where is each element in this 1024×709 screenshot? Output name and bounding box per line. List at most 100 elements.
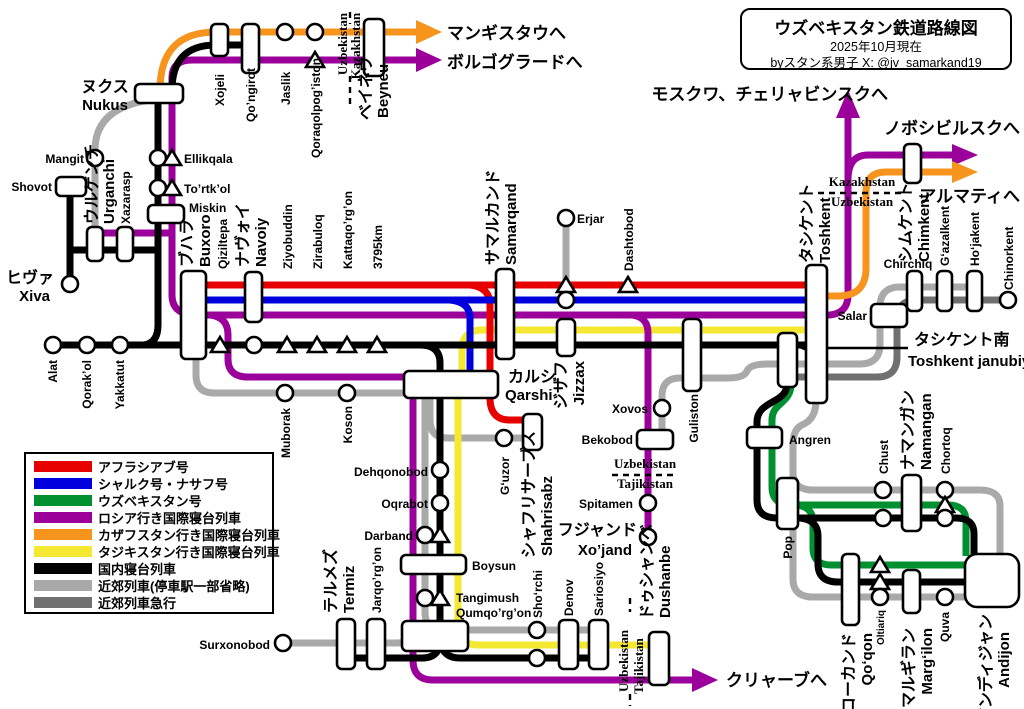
station-marker-km3795-t [365, 334, 389, 354]
label-dest-almaty: アルマティへ [919, 187, 1020, 206]
label-border-ne-kz: Kazakhstan [829, 174, 896, 189]
line-local-fergana-south [789, 399, 966, 601]
label-dest-moscow: モスクワ、チェリャビンスクへ [651, 85, 888, 104]
label-zirabuloq: Zirabuloq [311, 214, 325, 269]
map-credit: byスタン系男子 X: @jv_samarkand19 [770, 56, 982, 70]
label-margilon-en: Marg‘ilon [919, 628, 936, 695]
legend-label-domestic-sleeper: 国内寝台列車 [98, 562, 177, 577]
station-marker-chimkent [902, 142, 923, 185]
station-marker-bekobod [635, 428, 675, 451]
label-guliston: Guliston [687, 394, 701, 443]
label-toshkent-janubiy-jp: タシケント南 [914, 330, 1010, 349]
arrow-almaty [952, 161, 978, 183]
label-margilon-jp: マルギラン [899, 628, 918, 708]
label-miskin: Miskin [189, 201, 226, 215]
label-xojand-jp: フジャンド [558, 522, 637, 539]
label-border-nw-uz: Uzbekistan [335, 12, 350, 75]
station-marker-chinorkent [998, 290, 1018, 310]
station-marker-oqrabot [430, 493, 450, 513]
legend-label-local-express: 近郊列車急行 [98, 596, 177, 611]
legend-item-afrosiyob: アフラシアブ号 [34, 458, 272, 475]
label-toshkent-janubiy-en: Toshkent janubiy [908, 353, 1024, 370]
legend-label-russia-sleeper: ロシア行き国際寝台列車 [98, 511, 242, 526]
station-marker-navoiy-c [244, 335, 264, 355]
station-marker-kattaqorgon-t [335, 334, 359, 354]
line-black-qoqon [799, 514, 966, 586]
map-date: 2025年10月現在 [830, 40, 922, 54]
legend-item-domestic-sleeper: 国内寝台列車 [34, 560, 272, 577]
label-chirchiq: Chirchiq [884, 257, 933, 271]
legend-item-local: 近郊列車(停車駅一部省略) [34, 577, 272, 594]
station-marker-xojeli [209, 22, 230, 58]
label-border-nw-kz: Kazakhstan [348, 12, 363, 79]
label-samarqand-jp: サマルカンド [484, 169, 502, 265]
station-marker-quva [935, 587, 955, 607]
label-darband: Darband [364, 529, 413, 543]
station-marker-koson [337, 383, 357, 403]
station-marker-shorchi-c1 [527, 620, 547, 640]
label-denov: Denov [562, 579, 576, 616]
label-dushanbe-en: Dushanbe [657, 545, 674, 618]
label-qoqon-en: Qo‘qon [859, 633, 876, 686]
line-purple-xojand [631, 311, 652, 529]
station-marker-jizzax [555, 317, 577, 358]
station-marker-jizzax-blue-c [556, 290, 576, 310]
legend-label-local: 近郊列車(停車駅一部省略) [98, 579, 250, 594]
label-km3795: 3795km [371, 225, 385, 269]
station-markers [43, 17, 1021, 687]
legend-item-kazakhstan-sleeper: カザフスタン行き国際寝台列車 [34, 526, 280, 543]
label-beyneu-en: Beyneu [375, 64, 392, 118]
label-shahrisabz-jp: シャフリサーブス [519, 431, 538, 558]
station-marker-alat [43, 335, 63, 355]
label-urganchi-jp: ウルゲンチ [82, 144, 101, 224]
line-green-toshkent-namangan [768, 383, 970, 556]
line-green-qoqon [796, 501, 966, 569]
line-orange-almaty [822, 168, 954, 300]
arrow-kulob [692, 668, 718, 692]
arrow-mangystau [416, 20, 442, 44]
arrow-novosibirsk [952, 144, 978, 166]
label-yakkatut: Yakkatut [113, 360, 127, 409]
legend-swatch-local [34, 580, 92, 591]
station-marker-sariosiyo [587, 618, 610, 671]
legend-item-uzbekistan-go: ウズベキスタン号 [34, 492, 272, 509]
label-muborak: Muborak [279, 408, 293, 458]
map-title: ウズベキスタン鉄道路線図 [774, 19, 978, 38]
label-ziyobuddin: Ziyobuddin [281, 204, 295, 269]
label-dest-mangystau: マンギスタウへ [447, 24, 566, 43]
station-marker-boysun [399, 553, 468, 576]
station-marker-erjar [556, 208, 576, 228]
station-marker-shahrisabz [521, 412, 544, 452]
label-shahrisabz-en: Shahrisabz [539, 476, 556, 556]
label-border-s-uz: Uzbekistan [616, 629, 631, 692]
label-shorchi: Sho‘rchi [531, 570, 545, 618]
label-nukus-jp: ヌクス [81, 78, 129, 96]
legend-label-tajikistan-sleeper: タジキスタン行き国際寝台列車 [98, 545, 280, 560]
label-tortkol: To’rtk’ol [184, 182, 230, 196]
label-qarshi-jp: カルシ [508, 368, 556, 386]
label-bekobod: Bekobod [582, 433, 633, 447]
legend-swatch-russia-sleeper [34, 512, 92, 523]
station-marker-dashtobod-t [616, 274, 640, 294]
label-dushanbe-jp: ドゥシャンベ [639, 524, 656, 620]
label-dest-kulob: クリャーブへ [726, 670, 827, 690]
line-local-qarshi-shahrisabz [426, 396, 526, 442]
station-marker-spitamen [638, 493, 658, 513]
label-navoiy-jp: ナヴォイ [233, 203, 252, 267]
station-marker-shovot [54, 175, 88, 198]
label-qoraqolpogiston: Qoraqolpog’iston [309, 58, 323, 158]
station-marker-navoiy [243, 270, 264, 324]
station-marker-oltiariq-c [870, 587, 890, 607]
station-marker-samarqand [494, 267, 516, 361]
label-erjar: Erjar [577, 212, 605, 226]
station-marker-chortoq-c2 [935, 508, 955, 528]
label-andijon-jp: アンディジャン [976, 614, 995, 709]
line-local-toshkent-bekobod [658, 360, 812, 433]
legend-item-tajikistan-sleeper: タジキスタン行き国際寝台列車 [34, 543, 280, 560]
station-marker-ellikqala-t [160, 147, 184, 167]
label-kattaqorgon: Kattaqo’rg’on [341, 191, 355, 269]
station-marker-beyneu [362, 17, 386, 78]
label-border-mid-tj: Tajikistan [617, 476, 674, 491]
legend-item-sharq-nasaf: シャルク号・ナサフ号 [34, 475, 272, 492]
label-mangit: Mangit [45, 152, 84, 166]
